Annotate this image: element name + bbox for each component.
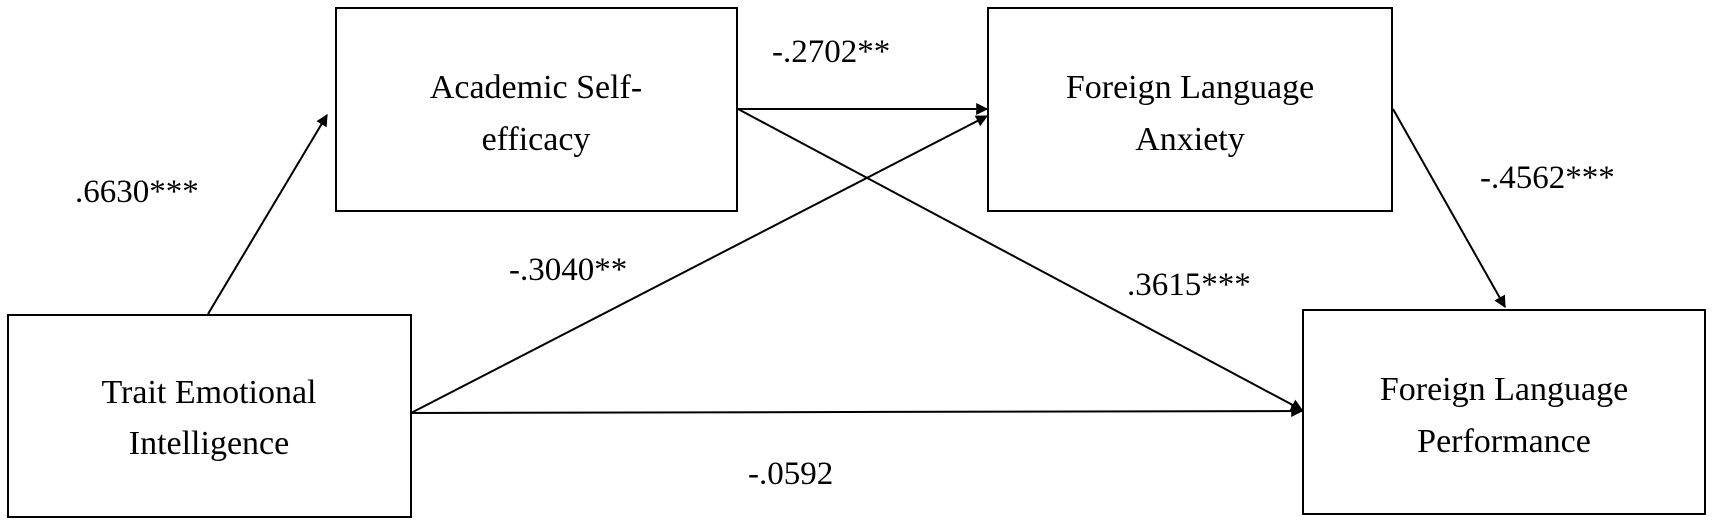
node-academic-se-line-2: efficacy [482, 121, 591, 158]
label-self-efficacy-to-performance: .3615*** [1127, 267, 1251, 303]
node-fl-anxiety-line-1: Foreign Language [1066, 69, 1314, 106]
edge-anxiety-to-performance [1392, 108, 1506, 309]
label-self-efficacy-to-anxiety: -.2702** [772, 34, 890, 70]
label-ei-to-self-efficacy: .6630*** [75, 174, 199, 210]
label-ei-to-anxiety: -.3040** [509, 252, 627, 288]
edge-self-efficacy-to-performance [737, 108, 1304, 411]
node-trait-ei-line-1: Trait Emotional [101, 374, 316, 411]
node-foreign-language-performance: Foreign Language Performance [1302, 309, 1706, 515]
node-academic-se-line-1: Academic Self- [430, 69, 642, 106]
edge-ei-to-performance [410, 405, 1304, 418]
node-trait-ei-line-2: Intelligence [129, 425, 289, 462]
node-trait-emotional-intelligence: Trait Emotional Intelligence [7, 314, 412, 518]
node-foreign-language-anxiety: Foreign Language Anxiety [987, 7, 1393, 212]
node-academic-self-efficacy: Academic Self- efficacy [335, 7, 738, 212]
node-fl-performance-line-2: Performance [1417, 423, 1591, 460]
label-anxiety-to-performance: -.4562*** [1480, 160, 1615, 196]
node-fl-performance-line-1: Foreign Language [1380, 371, 1628, 408]
label-ei-to-performance: -.0592 [748, 456, 833, 492]
node-fl-anxiety-line-2: Anxiety [1135, 121, 1245, 158]
edge-ei-to-anxiety [410, 115, 989, 414]
edge-ei-to-self-efficacy [207, 113, 328, 315]
